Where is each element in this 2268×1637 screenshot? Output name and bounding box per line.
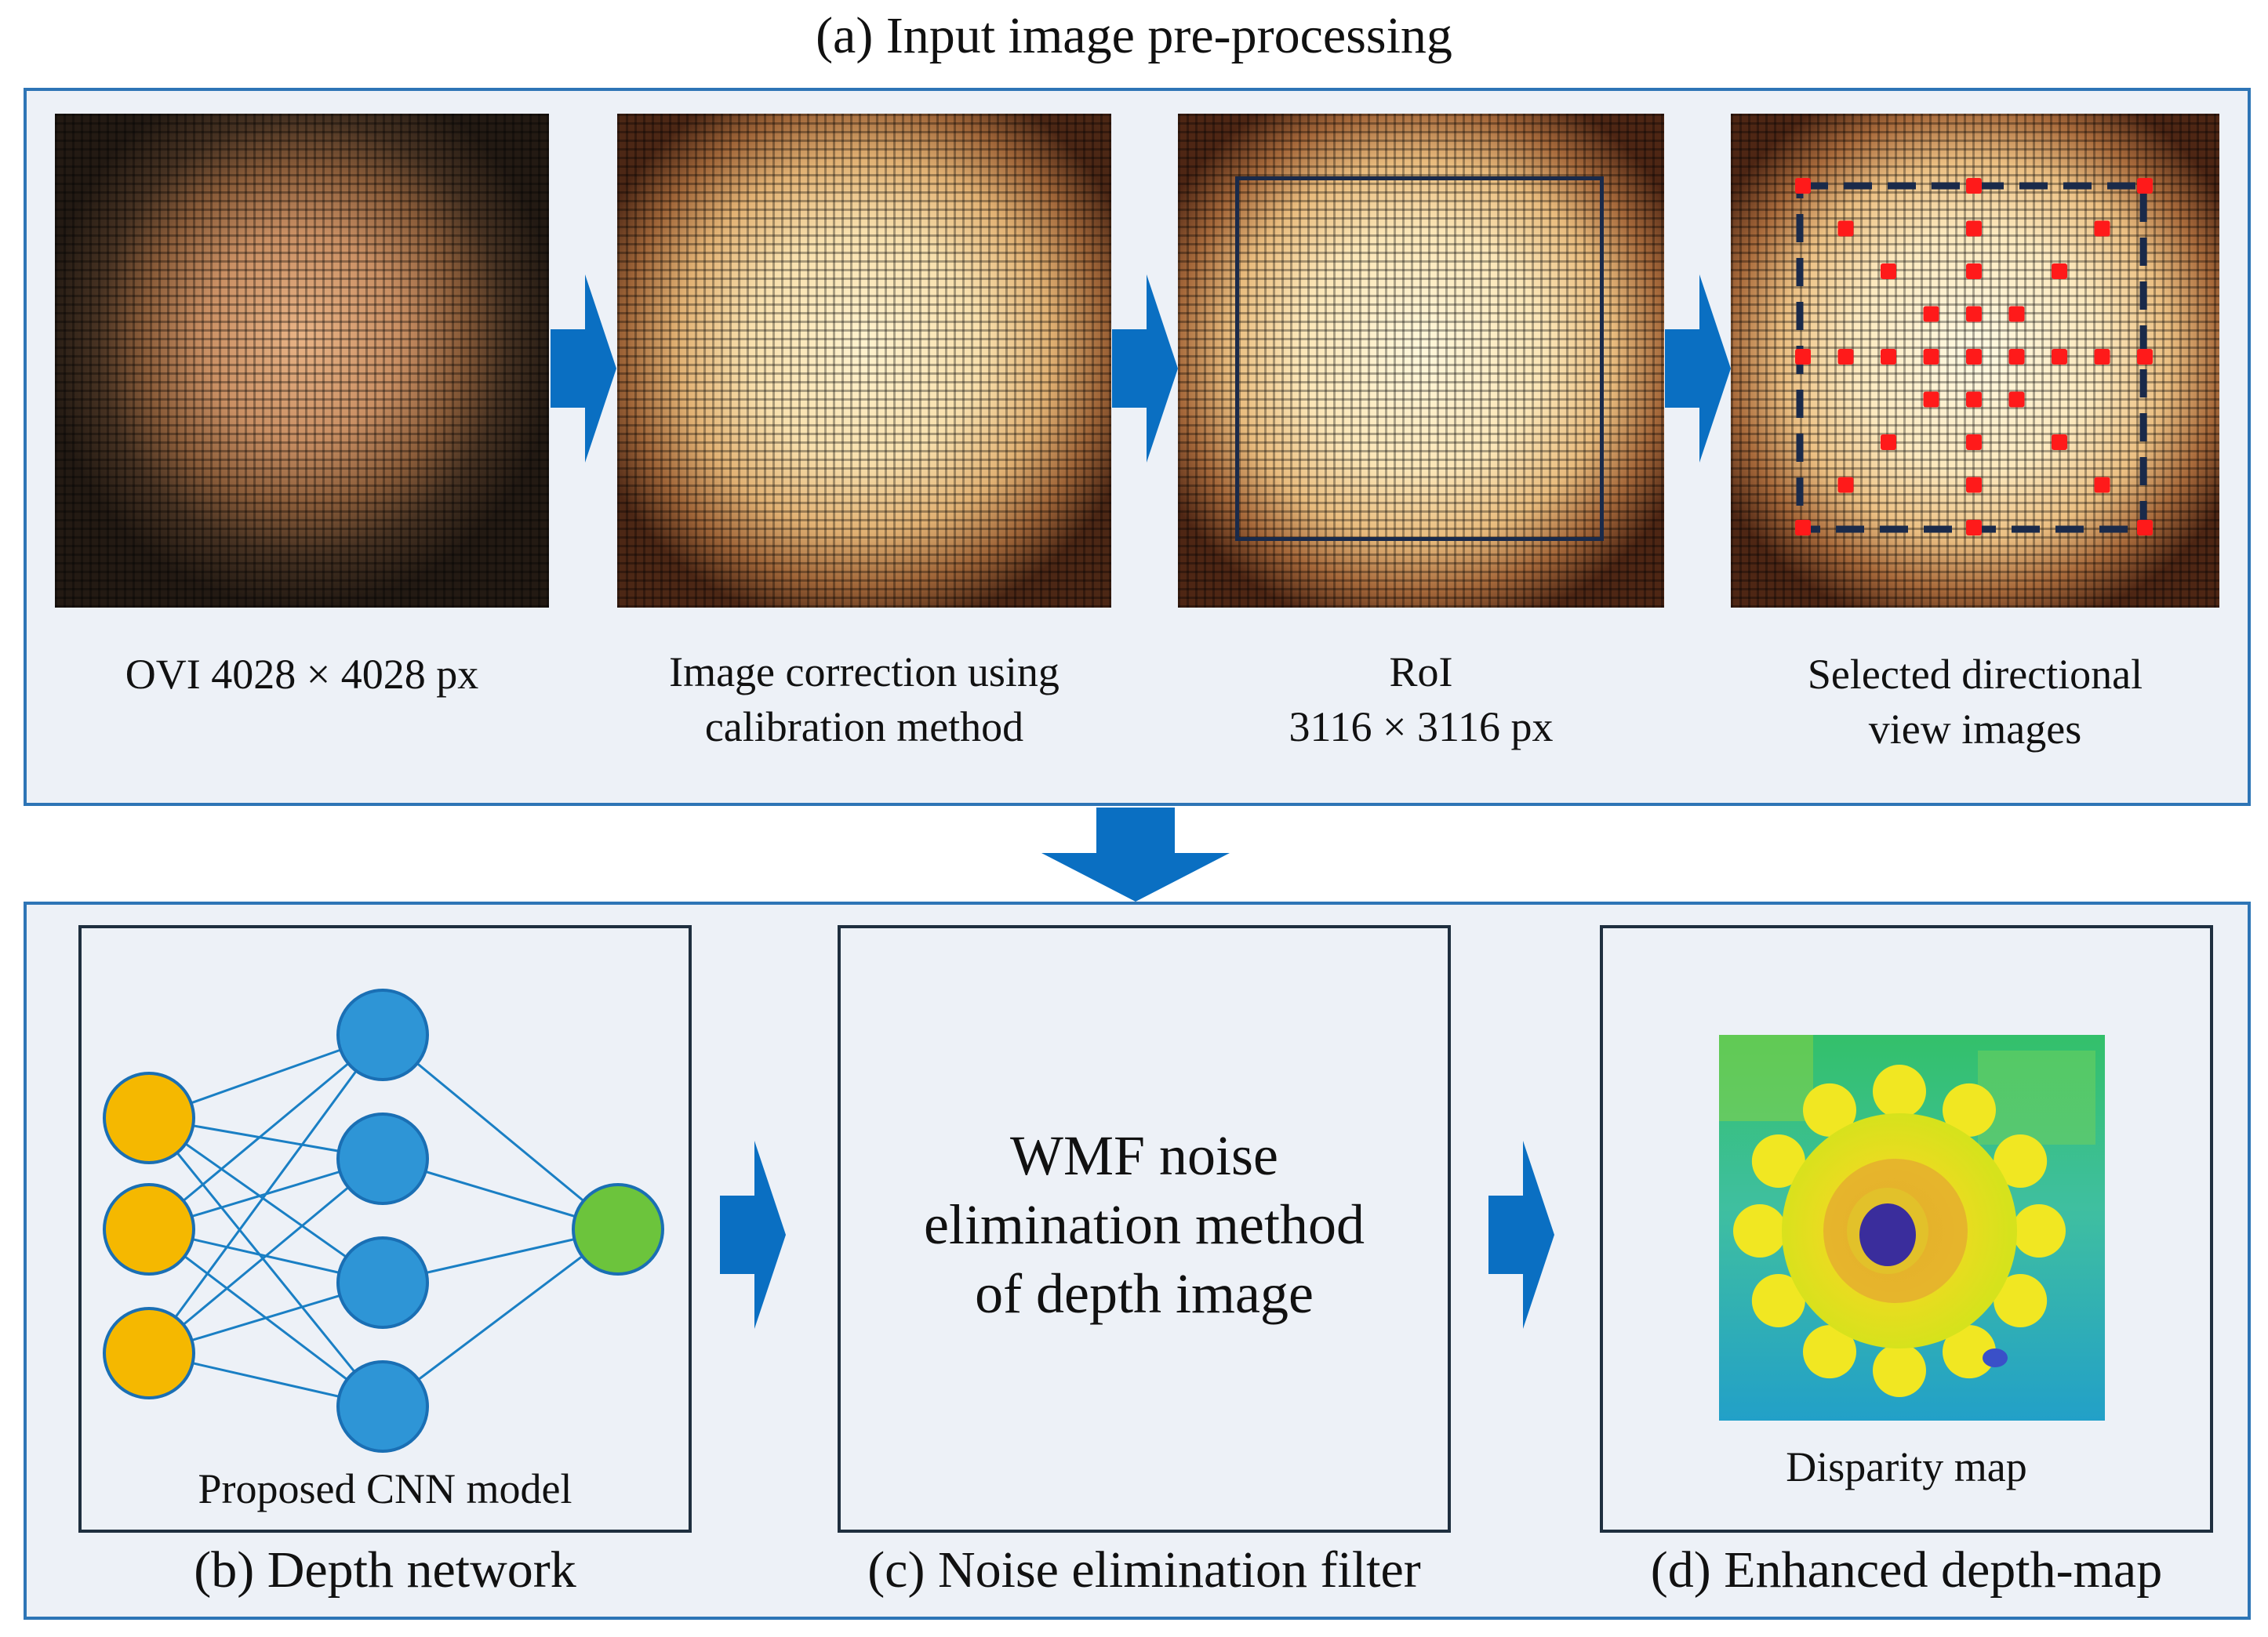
directional-view-selection-image [1731,114,2219,608]
network-connection [382,1033,619,1231]
view-marker [2094,477,2110,493]
arrow-step3-to-step4 [1665,274,1731,463]
hidden-node [336,989,429,1081]
view-marker [2094,220,2110,237]
view-marker [1881,434,1896,450]
panel-b-title: (b) Depth network [194,1541,576,1599]
hidden-node [336,1236,429,1329]
corrected-lens-array-image [617,114,1111,608]
arrow-step2-to-step3 [1112,274,1178,463]
view-marker [1966,178,1982,194]
view-marker [2008,306,2025,322]
view-marker [1837,349,1854,365]
input-node [103,1183,195,1276]
panel-d-title: (d) Enhanced depth-map [1650,1541,2163,1599]
view-marker [2052,349,2067,365]
arrow-down [1041,808,1230,902]
panel-a-title: (a) Input image pre-processing [816,7,1452,64]
view-selection-overlay [1795,178,2153,535]
view-marker [1966,263,1982,279]
view-marker [1923,306,1939,322]
gear-tooth [1803,1083,1856,1137]
view-marker [1966,391,1982,408]
input-node [103,1307,195,1399]
view-marker [1795,349,1811,365]
view-marker [1795,178,1811,194]
view-marker [1966,477,1982,493]
arrow-step1-to-step2 [551,274,616,463]
view-marker [1881,263,1896,279]
gear-tooth [1873,1065,1926,1118]
gear-tooth [1943,1325,1996,1379]
gear-tooth [1943,1083,1996,1137]
view-marker [1923,391,1939,408]
raw-lens-array-image [55,114,549,608]
gear-tooth [1873,1344,1926,1397]
view-marker [1923,349,1939,365]
gear-tooth [1803,1325,1856,1379]
view-marker [1837,477,1854,493]
network-connection [148,1116,383,1284]
view-marker [2008,349,2025,365]
view-marker [1966,306,1982,322]
step4-caption: Selected directional view images [1807,651,2143,753]
network-connection [148,1033,383,1231]
panel-c-title: (c) Noise elimination filter [867,1541,1421,1599]
step3-caption: RoI 3116 × 3116 px [1288,648,1554,750]
view-marker [2094,349,2110,365]
gear-tooth [1994,1274,2048,1327]
wmf-description: WMF noise elimination method of depth im… [924,1124,1365,1325]
gear-tooth [1994,1134,2048,1188]
input-node [103,1072,195,1164]
roi-selected-image [1178,114,1664,608]
view-marker [2137,349,2153,365]
view-marker [2137,178,2153,194]
gear-tooth [1751,1134,1805,1188]
gear-tooth [1733,1204,1786,1258]
network-connection [382,1228,619,1408]
view-marker [1966,220,1982,237]
view-marker [1837,220,1854,237]
cnn-model-caption: Proposed CNN model [198,1465,572,1512]
view-marker [2052,263,2067,279]
view-marker [2052,434,2067,450]
view-marker [2008,391,2025,408]
network-connection [147,1117,384,1407]
step2-caption: Image correction using calibration metho… [669,648,1059,750]
hidden-node [336,1113,429,1205]
cnn-diagram [103,989,664,1453]
network-connection [148,1157,383,1355]
gear-tooth [1751,1274,1805,1327]
noise-filter-box [838,925,1451,1533]
hidden-node [336,1360,429,1453]
arrow-b-to-c [720,1141,786,1329]
view-marker [1795,520,1811,535]
view-marker [1966,520,1982,535]
view-marker [1966,434,1982,450]
disparity-map-caption: Disparity map [1786,1443,2027,1490]
gear-tooth [2012,1204,2066,1258]
output-node [572,1183,664,1276]
disparity-map-image [1719,1035,2105,1421]
network-connection [147,1034,384,1354]
view-marker [1881,349,1896,365]
roi-frame [1235,176,1604,541]
arrow-c-to-d [1488,1141,1554,1329]
step1-caption: OVI 4028 × 4028 px [125,651,479,698]
view-marker [1966,349,1982,365]
view-marker [2137,520,2153,535]
